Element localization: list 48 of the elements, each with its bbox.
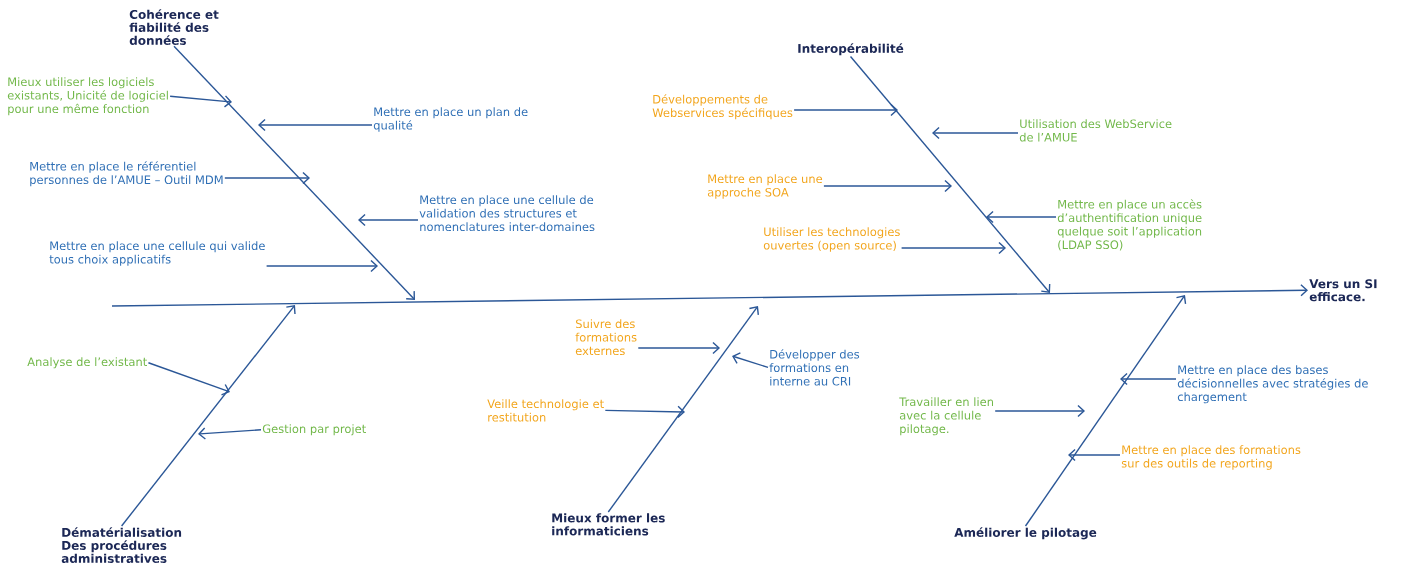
cause-arrow [986,210,1057,224]
cause-label: Mettre en place des formations sur des outils de reporting [1121,445,1301,470]
cause-label: Gestion par projet [262,424,366,436]
cause-arrow [932,126,1019,140]
cause-label: Suivre des formations externes [575,319,637,356]
cause-arrow [793,103,898,117]
cause-label: Veille technologie et restitution [487,399,604,422]
cause-arrow [732,352,769,369]
bone-arrow [173,45,415,300]
cause-label: Travailler en lien avec la cellule pilotage. [899,397,993,436]
cause-arrow [604,405,685,419]
category-label: Interopérabilité [798,43,904,56]
cause-arrow [900,241,1006,255]
category-label: Dématérialisation Des procédures administratives [61,527,182,563]
category-label: Mieux former les informaticiens [552,513,665,536]
cause-label: Mettre en place des bases décisionnelles avec stratégies de chargement [1177,365,1368,404]
cause-label: Développements de Webservices spécifiques [652,94,793,120]
cause-label: Mettre en place un accès d’authentification unique quelque soit l’application (LDAP SSO) [1057,199,1202,251]
cause-arrow [147,362,230,396]
cause-arrow [258,118,373,132]
cause-label: Mettre en place le référentiel personnes de l’AMUE – Outil MDM [30,161,223,187]
cause-arrow [265,259,378,273]
bone-arrow [607,306,760,513]
cause-label: Mettre en place une approche SOA [707,174,823,199]
cause-label: Mettre en place une cellule de validation des structures et nomenclatures inter-domaines [419,195,595,232]
cause-arrow [1068,448,1121,462]
cause-arrow [224,171,310,185]
effect-label: Vers un SI efficace. [1309,279,1377,302]
cause-label: Utilisation des WebService de l’AMUE [1019,119,1172,142]
cause-label: Mettre en place une cellule qui valide tous choix applicatifs [49,241,265,266]
bone-arrow [120,305,296,527]
bone-arrow [1024,295,1187,527]
cause-arrow [823,179,952,193]
cause-arrow [994,404,1085,418]
cause-arrow [198,427,262,440]
cause-label: Mettre en place un plan de qualité [373,107,528,132]
category-label: Cohérence et fiabilité des données [129,9,219,45]
cause-label: Mieux utiliser les logiciels existants, Unicité de logiciel pour une même fonction [7,77,168,116]
cause-label: Analyse de l’existant [27,357,147,369]
spine-arrow [111,284,1308,307]
cause-arrow [637,341,720,355]
cause-arrow [169,95,232,108]
cause-arrow [1120,372,1177,386]
cause-label: Utiliser les technologies ouvertes (open source) [763,227,900,252]
category-label: Améliorer le pilotage [954,527,1097,540]
bone-arrow [849,55,1051,293]
cause-arrow [358,213,419,227]
cause-label: Développer des formations en interne au CRI [769,349,860,386]
